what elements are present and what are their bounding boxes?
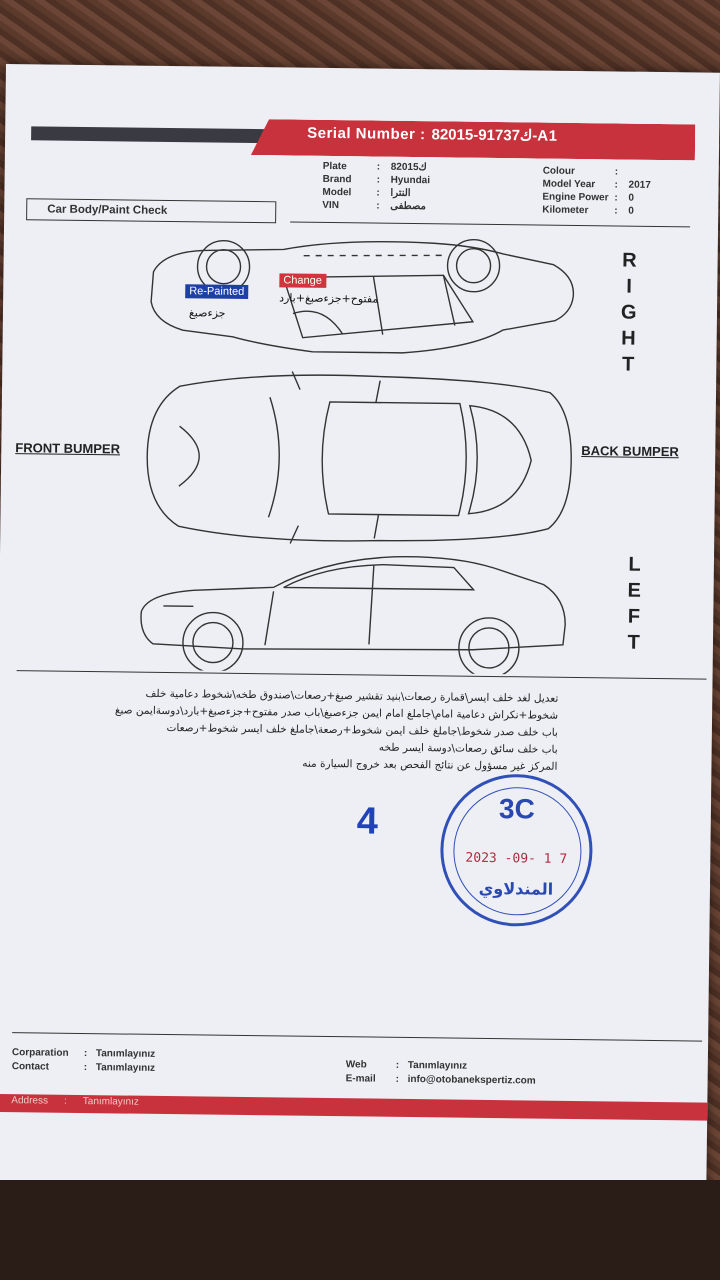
brand-value: Hyundai	[390, 174, 431, 187]
section-title: Car Body/Paint Check	[26, 198, 277, 224]
background-edge	[0, 1180, 720, 1280]
vehicle-info-left: Plate:ك82015 Brand:Hyundai Model:النترا …	[322, 160, 431, 213]
model-label: Model	[322, 186, 352, 199]
car-top-view-diagram	[146, 371, 572, 544]
email-value: info@otobanekspertiz.com	[407, 1073, 536, 1087]
kilometer-value: 0	[628, 205, 634, 217]
model-year-value: 2017	[628, 179, 651, 191]
letter-i: I	[626, 275, 633, 298]
letter-h: H	[621, 327, 636, 350]
left-side-label: L E F T	[627, 552, 642, 656]
inspection-stamp: 3C 2023 -09- 1 7 المندلاوي	[439, 773, 594, 928]
repainted-note: جزءصبغ	[188, 306, 226, 320]
stamp-name: المندلاوي	[478, 878, 554, 899]
colour-label: Colour	[542, 165, 576, 177]
corporation-label: Corparation	[11, 1047, 69, 1059]
letter-g: G	[620, 301, 637, 324]
brand-label: Brand	[322, 173, 352, 186]
handwritten-number: 4	[356, 800, 379, 843]
header-dark-bar	[31, 126, 272, 144]
engine-power-value: 0	[628, 192, 635, 204]
letter-r: R	[622, 249, 637, 272]
serial-number: Serial Number : ك91737-82015-A1	[301, 124, 558, 145]
letter-t: T	[621, 353, 635, 376]
letter-l: L	[628, 553, 641, 576]
address-label: Address	[11, 1095, 49, 1107]
inspection-report-page: Serial Number : ك91737-82015-A1 Plate:ك82…	[0, 64, 720, 1203]
serial-value: ك91737-82015-A1	[431, 126, 558, 145]
repainted-legend: Re-Painted	[185, 284, 249, 299]
plate-label: Plate	[322, 160, 347, 173]
email-label: E-mail	[345, 1073, 376, 1085]
damage-notes: تعديل لغد خلف ايسر\قمارة رصعات\بنيد تقشي…	[27, 684, 559, 775]
change-legend: Change	[279, 273, 327, 288]
letter-e: E	[627, 579, 642, 602]
front-bumper-label: FRONT BUMPER	[15, 440, 121, 457]
vin-label: VIN	[322, 199, 340, 212]
letter-t2: T	[627, 631, 640, 654]
footer-contact-left: Corparation:Tanımlayınız Contact:Tanımla…	[11, 1047, 156, 1074]
header-divider	[290, 221, 691, 228]
web-value: Tanımlayınız	[407, 1059, 468, 1072]
right-side-label: R I G H T	[620, 248, 637, 378]
stamp-date: 2023 -09- 1 7	[465, 850, 568, 867]
change-note: مفتوح+جزءصبغ+بارد	[279, 291, 379, 306]
vehicle-info-right: Colour: Model Year:2017 Engine Power:0 K…	[542, 165, 651, 217]
contact-value: Tanımlayınız	[95, 1062, 156, 1074]
address: Address:Tanımlayınız	[11, 1095, 140, 1108]
car-left-side-diagram	[140, 555, 566, 675]
address-value: Tanımlayınız	[82, 1096, 140, 1108]
serial-label: Serial Number :	[307, 124, 426, 144]
model-year-label: Model Year	[542, 178, 596, 191]
web-label: Web	[345, 1059, 367, 1071]
engine-power-label: Engine Power	[542, 191, 609, 204]
corporation-value: Tanımlayınız	[95, 1048, 156, 1060]
model-value: النترا	[390, 187, 411, 199]
footer-contact-right: Web:Tanımlayınız E-mail:info@otobanekspe…	[345, 1059, 536, 1087]
stamp-code: 3C	[498, 793, 536, 825]
kilometer-label: Kilometer	[542, 204, 589, 217]
plate-value: ك82015	[390, 161, 427, 174]
footer-divider	[12, 1032, 703, 1042]
back-bumper-label: BACK BUMPER	[581, 443, 679, 460]
contact-label: Contact	[11, 1061, 50, 1073]
vin-value: مصطفى	[390, 200, 426, 213]
letter-f: F	[627, 605, 641, 628]
